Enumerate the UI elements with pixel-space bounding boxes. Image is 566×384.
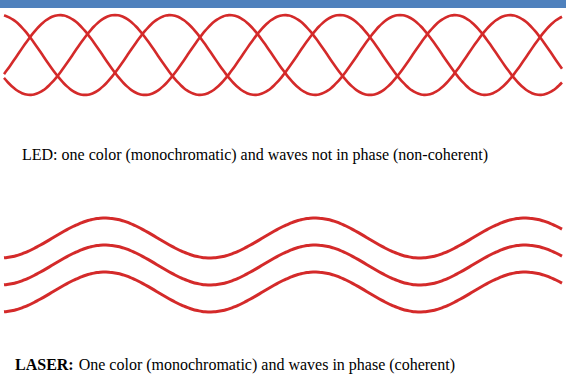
coherent-wave (4, 272, 562, 312)
coherent-waves (4, 218, 562, 312)
led-caption: LED: one color (monochromatic) and waves… (22, 146, 488, 163)
incoherent-waves (4, 15, 562, 95)
header-bar (0, 0, 566, 8)
incoherent-wave (4, 15, 562, 95)
laser-caption-heading: LASER: (15, 356, 74, 373)
caption-line: LASER: One color (monochromatic) and wave… (15, 356, 455, 374)
caption-line: LED: one color (monochromatic) and waves… (22, 146, 488, 164)
incoherent-wave (4, 15, 562, 95)
incoherent-wave (4, 15, 562, 95)
laser-caption: One color (monochromatic) and waves in p… (79, 356, 455, 373)
